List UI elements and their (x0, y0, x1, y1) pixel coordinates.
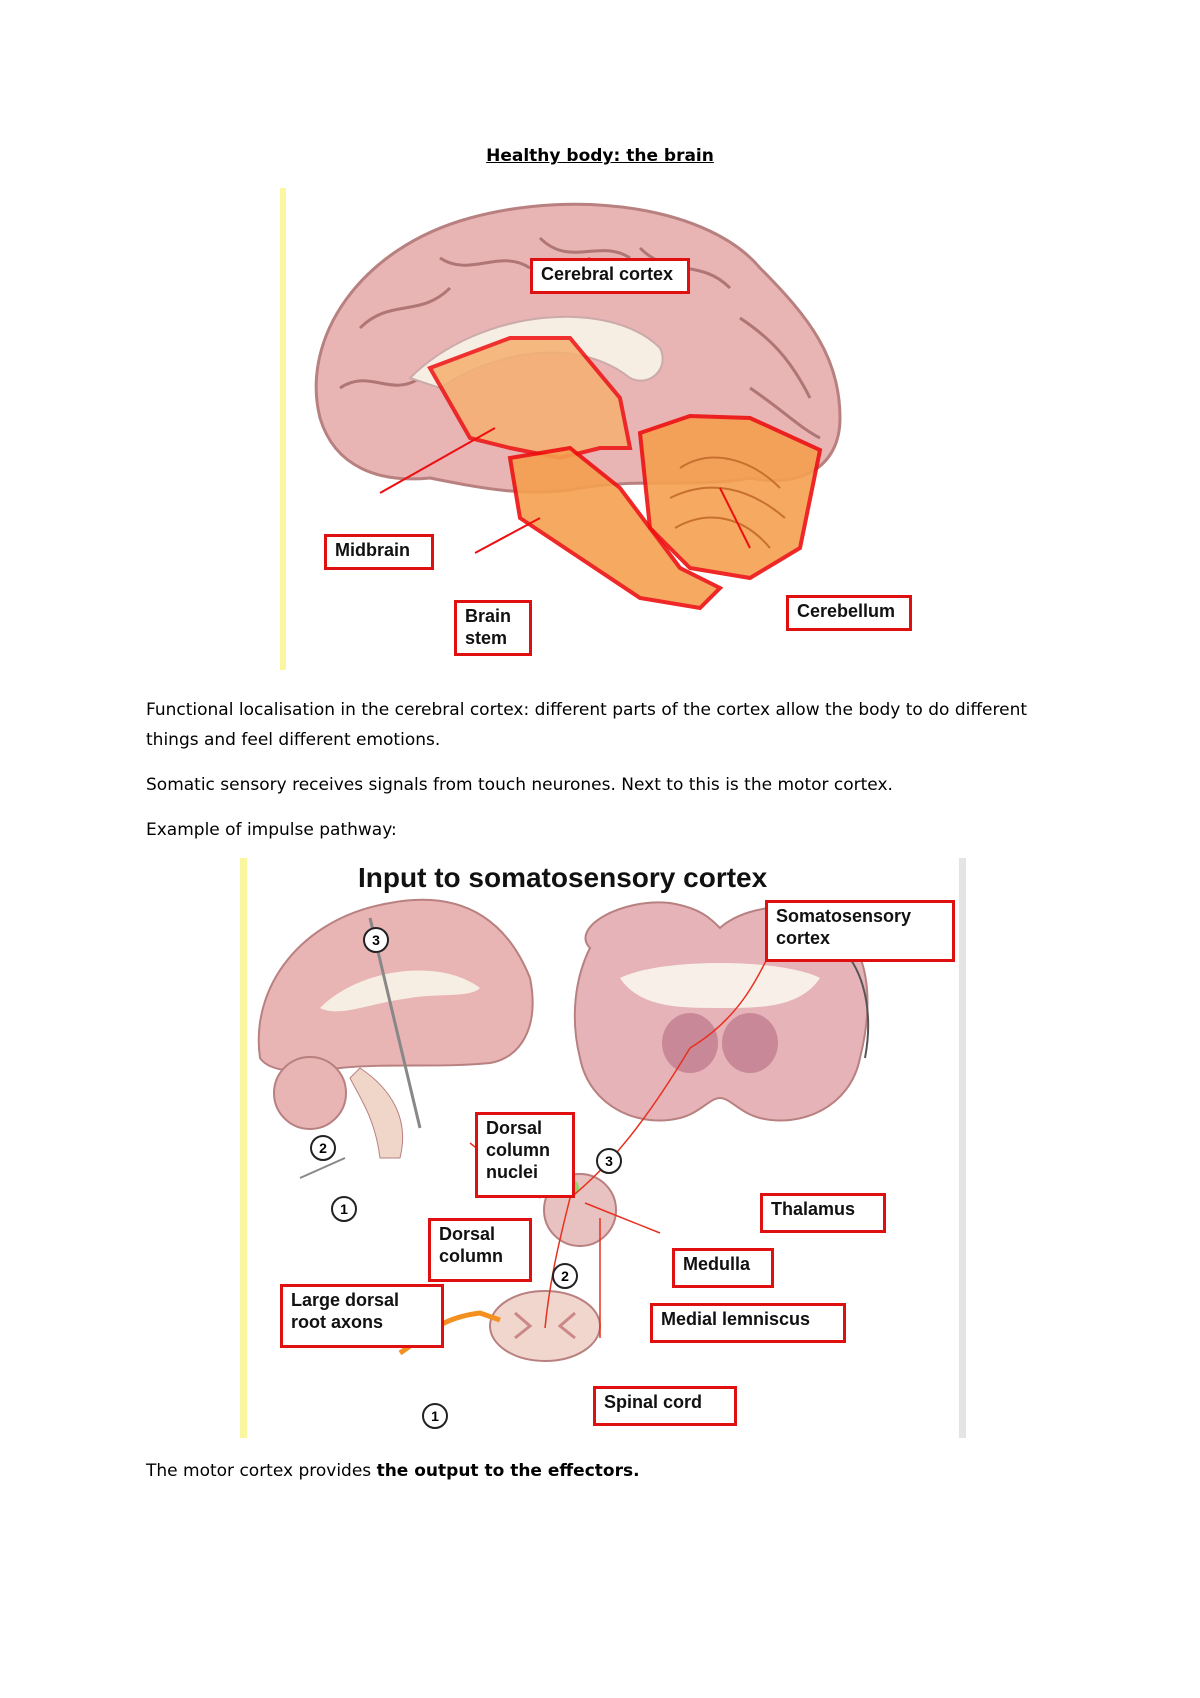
brain-stem-label-line1: Brain (465, 606, 512, 626)
brain-stem-label: Brain stem (454, 600, 532, 656)
step-2-marker-medulla: 2 (552, 1263, 578, 1289)
medulla-label: Medulla (672, 1248, 774, 1288)
dorsal-nuclei-label-line2: column (486, 1140, 551, 1160)
somatosensory-cortex-label: Somatosensory cortex (765, 900, 955, 962)
paragraph-functional-localisation: Functional localisation in the cerebral … (146, 700, 1028, 750)
midbrain-label: Midbrain (324, 534, 434, 570)
brain-illustration (280, 188, 842, 670)
dorsal-column-nuclei-label: Dorsal column nuclei (475, 1112, 575, 1198)
dorsal-column-label-line2: column (439, 1246, 504, 1266)
spinal-cord-label: Spinal cord (593, 1386, 737, 1426)
paragraph-impulse-pathway: Example of impulse pathway: (146, 820, 397, 840)
dorsal-nuclei-label-line3: nuclei (486, 1162, 539, 1182)
cerebellum-label: Cerebellum (786, 595, 912, 631)
large-dorsal-root-axons-label: Large dorsal root axons (280, 1284, 444, 1348)
dorsal-column-label-line1: Dorsal (439, 1224, 496, 1244)
paragraph-somatic-sensory: Somatic sensory receives signals from to… (146, 775, 893, 795)
brain-sagittal-figure: Cerebral cortex Midbrain Brain stem Cere… (280, 188, 920, 670)
large-dorsal-label-line1: Large dorsal (291, 1290, 400, 1310)
step-3-marker-coronal: 3 (596, 1148, 622, 1174)
large-dorsal-label-line2: root axons (291, 1312, 384, 1332)
somatosensory-label-line1: Somatosensory (776, 906, 912, 926)
step-2-marker: 2 (310, 1135, 336, 1161)
somatosensory-pathway-figure: Input to somatosensory cortex 3 2 1 3 2 … (240, 858, 966, 1438)
cerebral-cortex-label: Cerebral cortex (530, 258, 690, 294)
medial-lemniscus-label: Medial lemniscus (650, 1303, 846, 1343)
step-3-marker: 3 (363, 927, 389, 953)
somatosensory-label-line2: cortex (776, 928, 831, 948)
thalamus-label: Thalamus (760, 1193, 886, 1233)
page-title: Healthy body: the brain (486, 146, 714, 166)
paragraph-motor-cortex: The motor cortex provides the output to … (146, 1456, 1046, 1486)
figure-title: Input to somatosensory cortex (358, 862, 768, 893)
dorsal-nuclei-label-line1: Dorsal (486, 1118, 543, 1138)
motor-cortex-bold-text: the output to the effectors. (376, 1461, 640, 1481)
dorsal-column-label: Dorsal column (428, 1218, 532, 1282)
motor-cortex-text: The motor cortex provides (146, 1461, 377, 1481)
brain-stem-label-line2: stem (465, 628, 508, 648)
step-1-marker-spinal: 1 (422, 1403, 448, 1429)
step-1-marker: 1 (331, 1196, 357, 1222)
